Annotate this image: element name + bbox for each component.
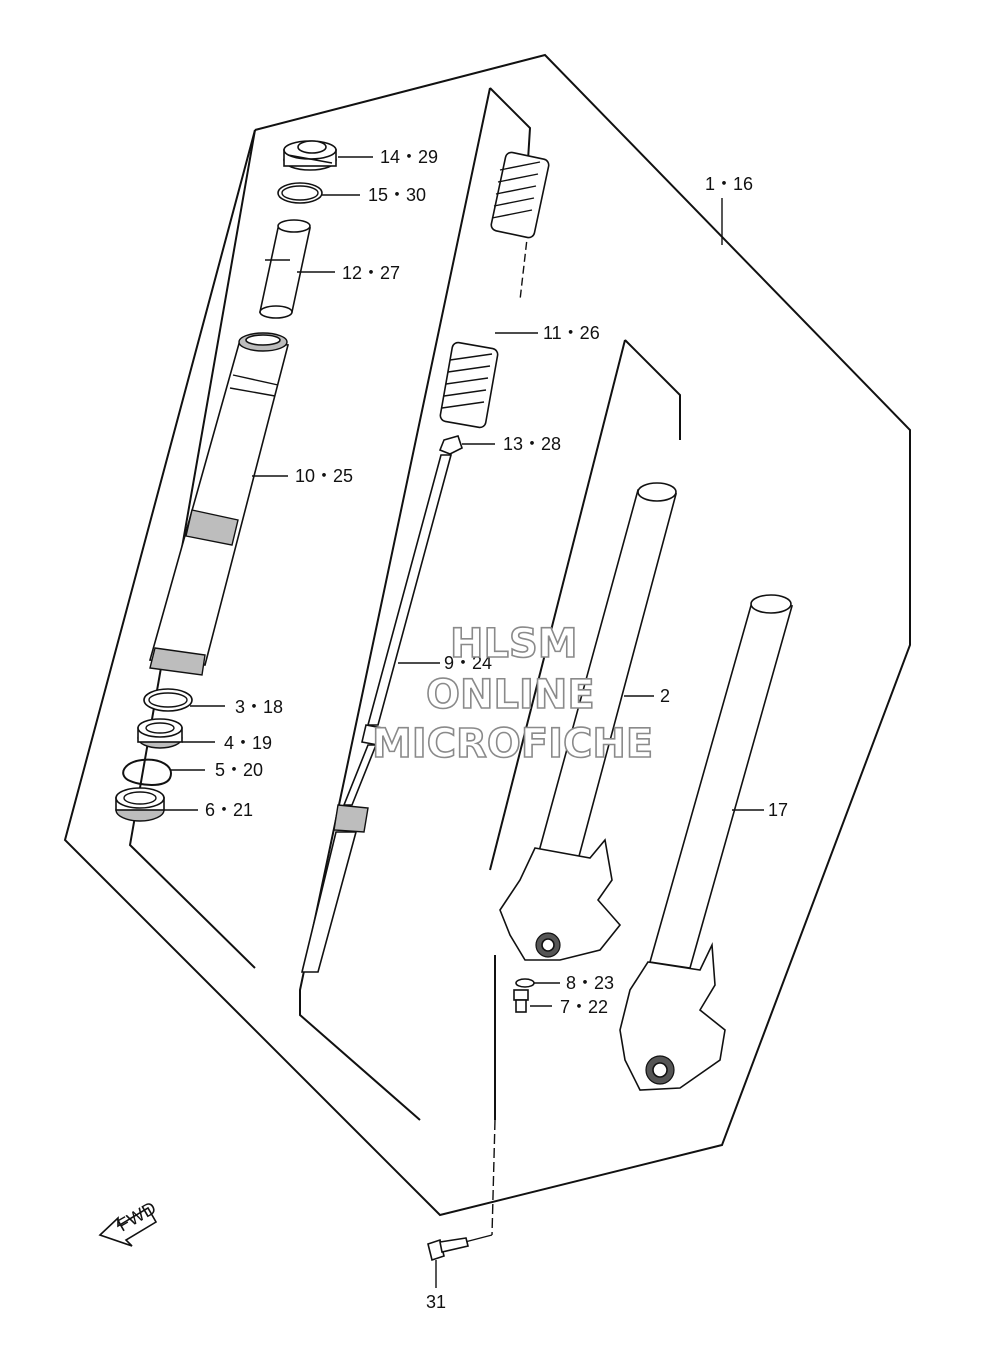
callout-3-18: 3・18	[235, 697, 283, 717]
outer-tube-group-outline	[624, 339, 681, 440]
o-ring-inner	[281, 185, 319, 201]
callout-8-23: 8・23	[566, 973, 614, 993]
lock-nut-part	[438, 435, 463, 455]
callout-10-25: 10・25	[295, 466, 353, 486]
fork-spring-upper-part	[490, 151, 550, 239]
spacer-part	[259, 219, 311, 319]
oil-seal-part	[137, 718, 183, 749]
fwd-arrow-icon: FWD	[98, 1198, 159, 1247]
circlip-part	[122, 758, 172, 786]
inner-tube-part	[148, 332, 290, 676]
damper-rod-part	[300, 454, 453, 973]
callout-4-19: 4・19	[224, 733, 272, 753]
callout-9-24: 9・24	[444, 653, 492, 673]
callout-5-20: 5・20	[215, 760, 263, 780]
callout-6-21: 6・21	[205, 800, 253, 820]
bolt-leader-line-2	[464, 1234, 493, 1243]
bottom-bolt-part	[427, 1237, 469, 1262]
callout-2: 2	[660, 686, 670, 706]
watermark-line-2: ONLINE	[426, 672, 595, 718]
callout-14-29: 14・29	[380, 147, 438, 167]
damper-group-outline-3	[299, 87, 491, 1121]
damper-group-outline-2	[519, 229, 529, 301]
callout-17: 17	[768, 800, 788, 820]
washer-part	[515, 978, 535, 988]
callout-12-27: 12・27	[342, 263, 400, 283]
callout-15-30: 15・30	[368, 185, 426, 205]
cap-bolt-part	[283, 140, 337, 171]
callout-13-28: 13・28	[503, 434, 561, 454]
outer-tube-group-outline-2	[489, 339, 626, 871]
fork-spring-lower-part	[439, 341, 499, 429]
callout-7-22: 7・22	[560, 997, 608, 1017]
watermark-line-3: MICROFICHE	[372, 721, 653, 767]
callout-11-26: 11・26	[543, 323, 600, 343]
callout-31: 31	[426, 1292, 446, 1312]
drain-bolt-part	[513, 989, 529, 1013]
ring-part-inner	[148, 692, 188, 708]
dust-seal-part	[115, 787, 165, 822]
outer-tube-left-part	[499, 482, 678, 961]
watermark: HLSM ONLINE MICROFICHE	[371, 620, 654, 768]
watermark-line-1: HLSM	[450, 621, 578, 667]
inner-tube-group-outline	[128, 129, 256, 969]
damper-group-outline	[489, 87, 532, 161]
outer-tube-right-part	[619, 594, 794, 1091]
bolt-leader-line	[491, 1119, 496, 1236]
assembly-outline	[63, 53, 911, 1217]
callout-1-16: 1・16	[705, 174, 753, 194]
